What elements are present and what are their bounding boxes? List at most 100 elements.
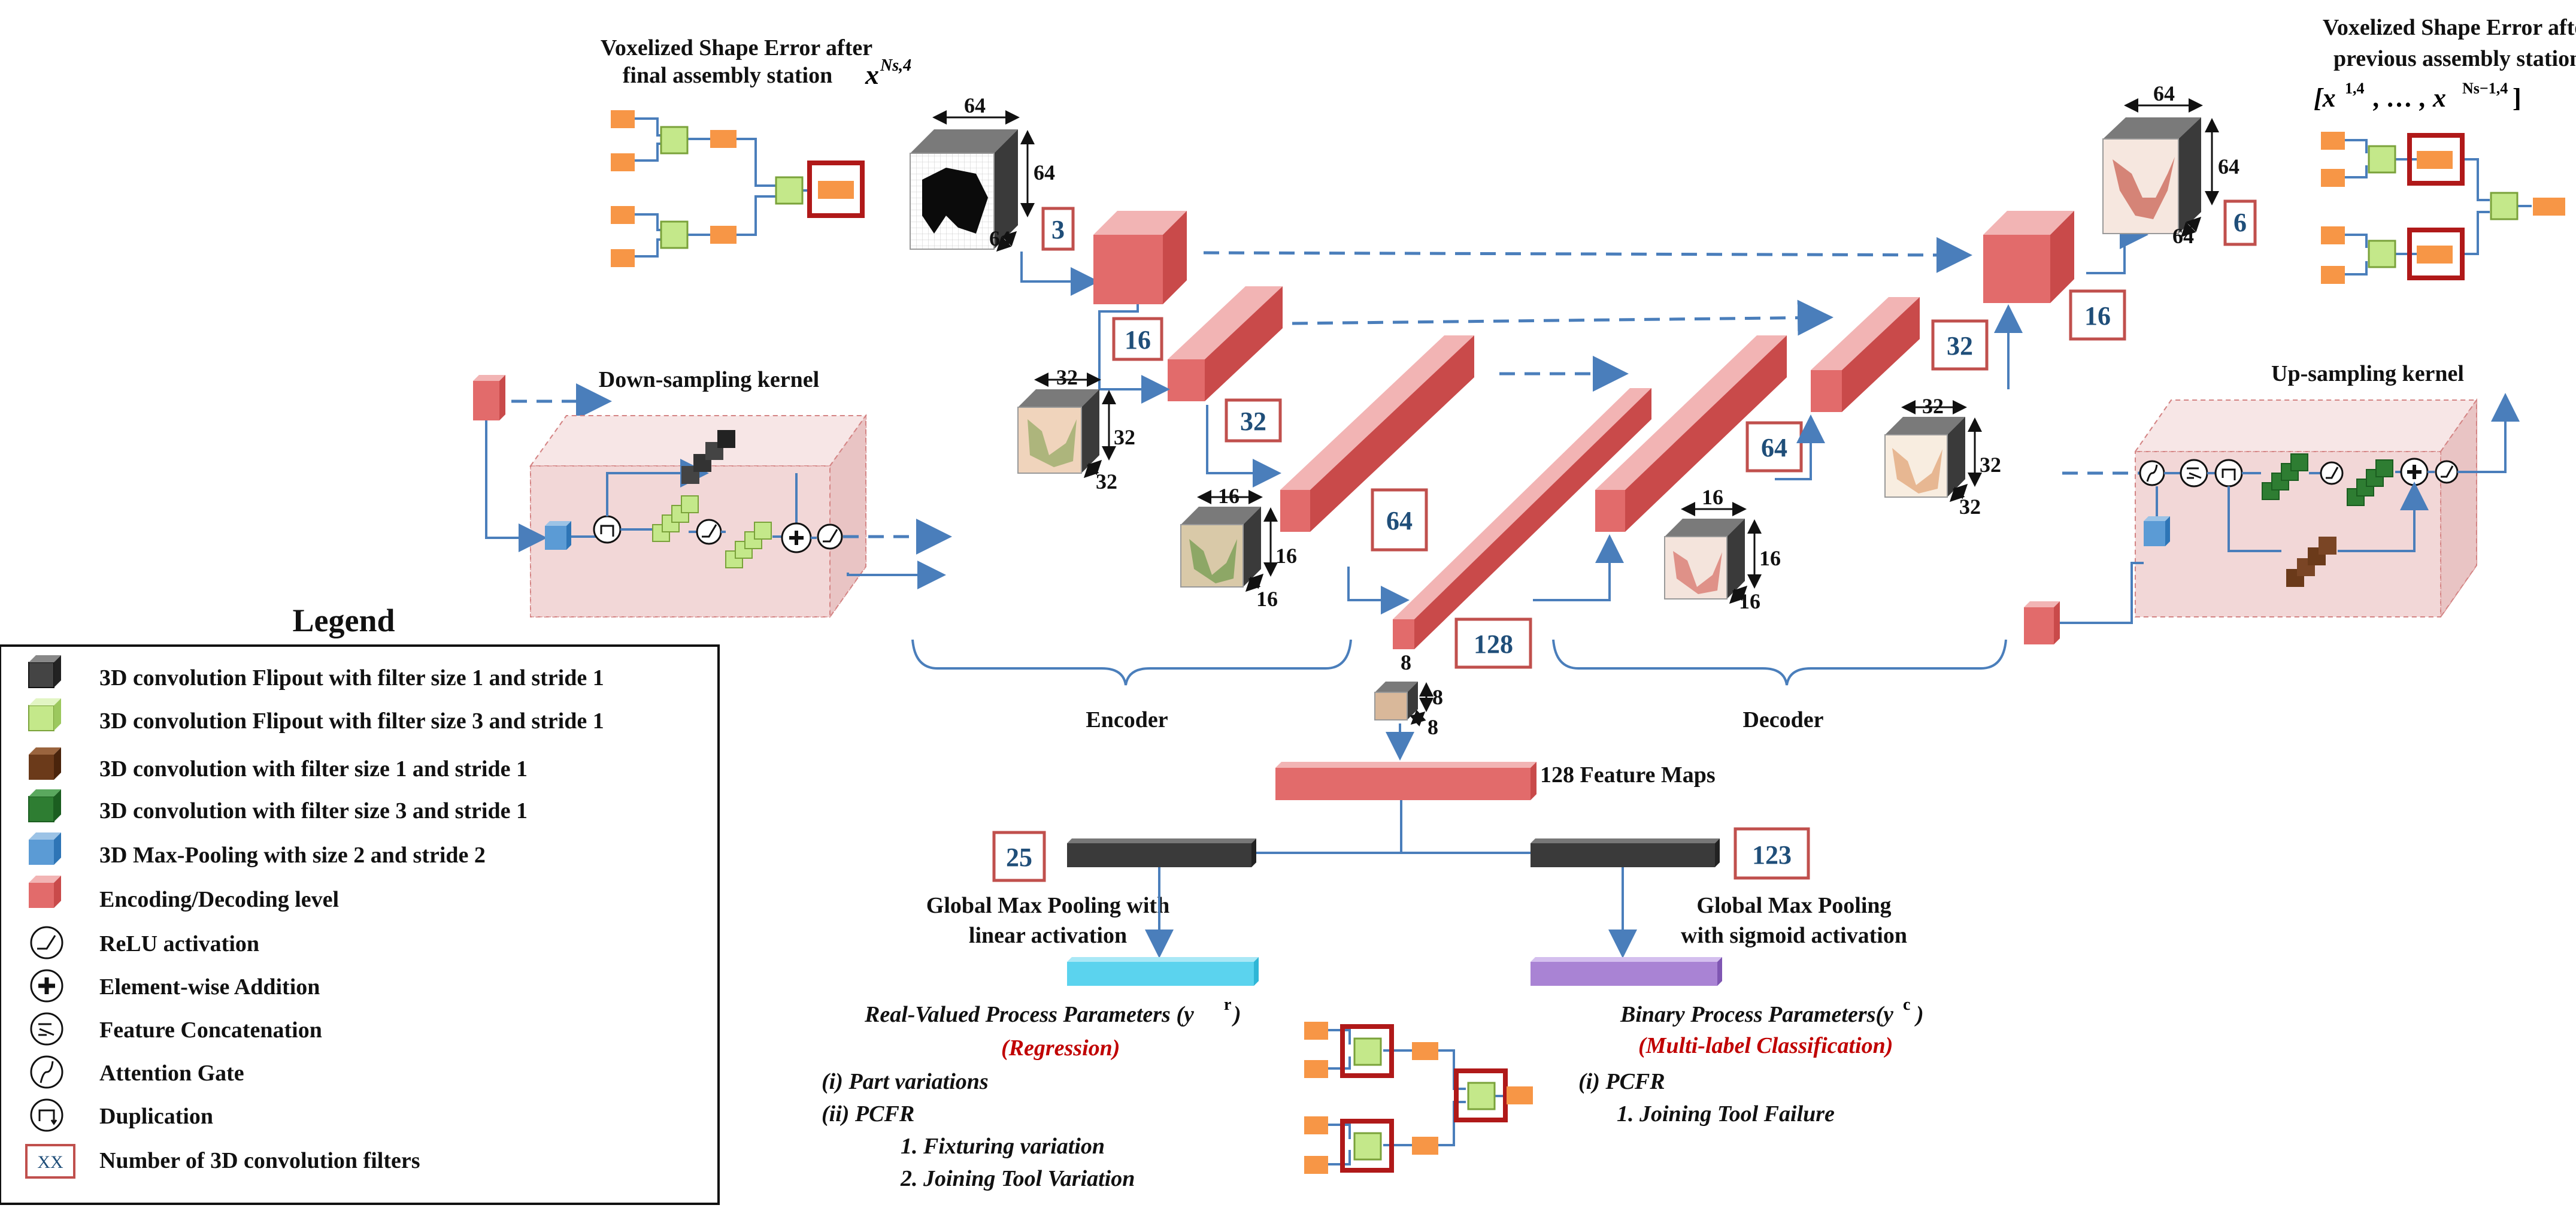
filter-count-bottleneck: 128: [1454, 617, 1532, 669]
subassembly-icon: [2417, 151, 2453, 169]
down-sampling-kernel-label: Down-sampling kernel: [599, 367, 819, 392]
regression-item: (i) Part variations: [822, 1069, 989, 1094]
enc16-dim-depth: 16: [1256, 587, 1278, 611]
station-icon: [1353, 1132, 1382, 1161]
final-station-title-line1: Voxelized Shape Error after: [601, 35, 872, 60]
filter-count-classification: 123: [1734, 827, 1810, 880]
final-station-icon: [2490, 192, 2519, 220]
input-dim-width: 64: [964, 93, 986, 117]
skip-connection-level-2: [1292, 299, 1833, 336]
subassembly-icon: [1412, 1042, 1438, 1060]
enc1-to-enc2-arrow: [1098, 304, 1170, 404]
duplication-icon: [30, 1098, 63, 1132]
conv-3x3-cubes-b: [2347, 459, 2393, 506]
max-pool-icon: [2144, 521, 2165, 546]
part-assembly-graph-top-right: [2321, 132, 2565, 284]
highlight-box: [2407, 133, 2465, 186]
final-station-superscript: Ns,4: [880, 56, 911, 75]
encoder-level-3-block: [1280, 335, 1474, 532]
bottleneck-dim-height: 8: [1432, 685, 1443, 709]
encoder-feature-cube-16: 16 16 16: [1180, 484, 1297, 611]
svg-text:64: 64: [1386, 506, 1413, 535]
relu-icon: [30, 926, 63, 959]
final-station-icon: [1467, 1082, 1496, 1110]
red-cube-icon: [29, 876, 61, 908]
part-icon: [1304, 1022, 1328, 1040]
enc2-to-enc3-arrow: [1206, 405, 1281, 488]
final-product-icon: [2533, 198, 2565, 216]
decoder-bracket: [1552, 639, 2007, 686]
legend-item: ReLU activation: [30, 926, 259, 959]
part-icon: [2321, 132, 2345, 150]
classification-head-line1: Global Max Pooling: [1696, 893, 1891, 918]
legend-item: 3D convolution with filter size 3 and st…: [28, 789, 528, 824]
bottleneck-feature-cube: 8 8 8: [1374, 650, 1443, 739]
final-station-icon: [775, 176, 804, 205]
brown-cube-icon: [29, 747, 61, 780]
conv-3x3-cubes-a: [2262, 453, 2308, 500]
regression-output-bar: [1067, 957, 1259, 986]
bottleneck-block: [1393, 388, 1651, 649]
part-icon: [1304, 1060, 1328, 1078]
flipout-3x3-cubes-a: [652, 495, 699, 542]
svg-text:123: 123: [1752, 840, 1792, 870]
legend-item: 3D convolution Flipout with filter size …: [28, 655, 604, 691]
legend-label: Duplication: [99, 1104, 213, 1129]
classification-item: 1. Joining Tool Failure: [1617, 1101, 1835, 1127]
regression-tag: (Regression): [1001, 1036, 1120, 1061]
svg-text:64: 64: [1761, 433, 1787, 462]
filter-count-enc2: 32: [1225, 398, 1282, 443]
filter-count-input: 3: [1041, 207, 1075, 251]
legend-item: Encoding/Decoding level: [29, 876, 339, 912]
final-station-title-line2: final assembly station: [623, 63, 832, 88]
previous-stations-formula-open: [x: [2314, 83, 2336, 113]
dark-green-cube-icon: [28, 789, 61, 822]
output-dim-width: 64: [2153, 81, 2175, 105]
regression-item: (ii) PCFR: [822, 1101, 914, 1127]
classification-item: (i) PCFR: [1578, 1069, 1665, 1094]
bottleneck-dim-width: 8: [1401, 650, 1411, 674]
final-station-symbol: x: [865, 59, 879, 90]
filter-count-dec2: 32: [1931, 319, 1989, 371]
up-kernel-output-arrow: [2457, 393, 2520, 473]
legend-label: 3D convolution Flipout with filter size …: [99, 709, 604, 734]
final-product-icon: [818, 181, 854, 199]
part-icon: [1304, 1156, 1328, 1174]
subassembly-icon: [2417, 246, 2453, 264]
relu-icon: [2320, 461, 2344, 485]
skip-connection-level-1: [1203, 237, 1972, 273]
dec3-to-dec2-arrow: [1775, 414, 1825, 480]
previous-stations-formula-close: ]: [2513, 83, 2522, 113]
highlight-box: [1340, 1119, 1394, 1173]
encoder-feature-cube-32: 32 32 32: [1017, 365, 1135, 494]
legend-box-sample: XX: [37, 1152, 63, 1172]
svg-text:25: 25: [1006, 843, 1032, 872]
decoder-level-3-block: [1595, 335, 1787, 532]
enc32-dim-height: 32: [1114, 425, 1135, 449]
classification-tag: (Multi-label Classification): [1638, 1033, 1893, 1058]
part-assembly-graph-bottom: [1304, 1022, 1533, 1174]
final-station-title: Voxelized Shape Error after final assemb…: [601, 35, 911, 90]
up-sampling-kernel-label: Up-sampling kernel: [2271, 361, 2464, 386]
previous-stations-title-line1: Voxelized Shape Error after: [2323, 15, 2576, 40]
attention-gate-icon: [30, 1055, 63, 1089]
station-icon: [1353, 1037, 1382, 1066]
part-icon: [2321, 169, 2345, 187]
classification-output-bar: [1531, 957, 1722, 986]
svg-text:128: 128: [1474, 629, 1513, 659]
part-icon: [611, 206, 635, 224]
input-voxel-cube: 64 64 64: [910, 93, 1055, 252]
decoding-level-icon: [2024, 607, 2054, 644]
dec1-to-output-arrow: [2086, 220, 2148, 274]
previous-stations-title-line2: previous assembly stations: [2333, 46, 2576, 71]
part-icon: [2321, 266, 2345, 284]
legend-label: Number of 3D convolution filters: [99, 1148, 420, 1173]
legend: Legend 3D convolution Flipout with filte…: [0, 603, 720, 1205]
legend-item: XX Number of 3D convolution filters: [25, 1144, 420, 1179]
highlight-box: [1340, 1024, 1394, 1078]
svg-text:6: 6: [2233, 208, 2247, 237]
previous-stations-formula-mid: , … , x: [2373, 83, 2446, 113]
legend-item: 3D convolution with filter size 1 and st…: [29, 747, 528, 782]
enc32-dim-depth: 32: [1096, 470, 1117, 494]
legend-box: [0, 644, 720, 1205]
